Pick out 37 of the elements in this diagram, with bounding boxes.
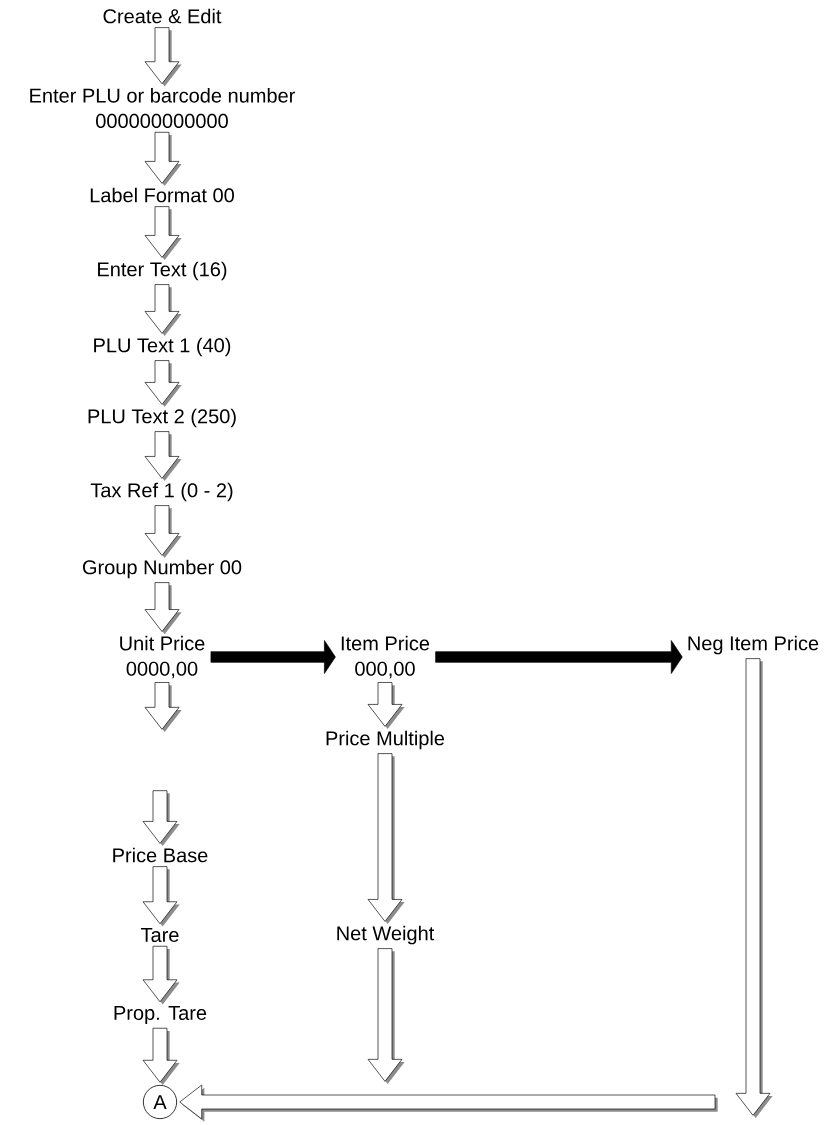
step-label: Net Weight <box>337 925 435 945</box>
step-label: Tare <box>141 928 179 942</box>
block-arrow <box>142 790 180 847</box>
step-label: Enter Text (16) <box>98 261 227 281</box>
block-arrow <box>367 682 405 730</box>
step-label: Label Format 00 <box>90 187 234 203</box>
block-arrow <box>144 431 182 482</box>
block-arrow <box>144 360 182 408</box>
block-arrow <box>367 753 405 925</box>
pointer-arrow <box>435 640 683 674</box>
pointer-arrow <box>210 640 336 674</box>
block-arrow <box>735 658 773 1118</box>
block-arrow <box>144 582 182 635</box>
block-arrow <box>144 505 182 559</box>
step-label: Neg Item Price <box>688 635 819 655</box>
block-arrow <box>144 206 182 261</box>
step-label: PLU Text 2 (250) <box>88 408 236 428</box>
step-label: Create & Edit <box>103 8 222 24</box>
step-label: Prop. Tare <box>114 1006 207 1024</box>
block-arrow <box>144 27 182 87</box>
step-label: PLU Text 1 (40) <box>94 337 231 357</box>
block-arrow <box>142 866 180 927</box>
step-label: Unit Price 0000,00 <box>120 635 205 679</box>
step-label: Item Price 000,00 <box>341 635 430 679</box>
step-label: Price Multiple <box>326 730 445 750</box>
block-arrow <box>144 284 182 337</box>
block-arrow <box>142 945 180 1005</box>
step-label: Enter PLU or barcode number 000000000000 <box>30 88 295 128</box>
block-arrow <box>144 131 182 187</box>
circle-label: A <box>142 1084 178 1120</box>
step-label: Tax Ref 1 (0 - 2) <box>90 482 233 502</box>
block-arrow <box>367 948 405 1084</box>
block-arrow <box>144 682 182 732</box>
block-arrow <box>179 1084 718 1122</box>
step-label: Price Base <box>113 847 208 863</box>
step-label: Group Number 00 <box>82 559 242 579</box>
block-arrow <box>142 1027 180 1085</box>
